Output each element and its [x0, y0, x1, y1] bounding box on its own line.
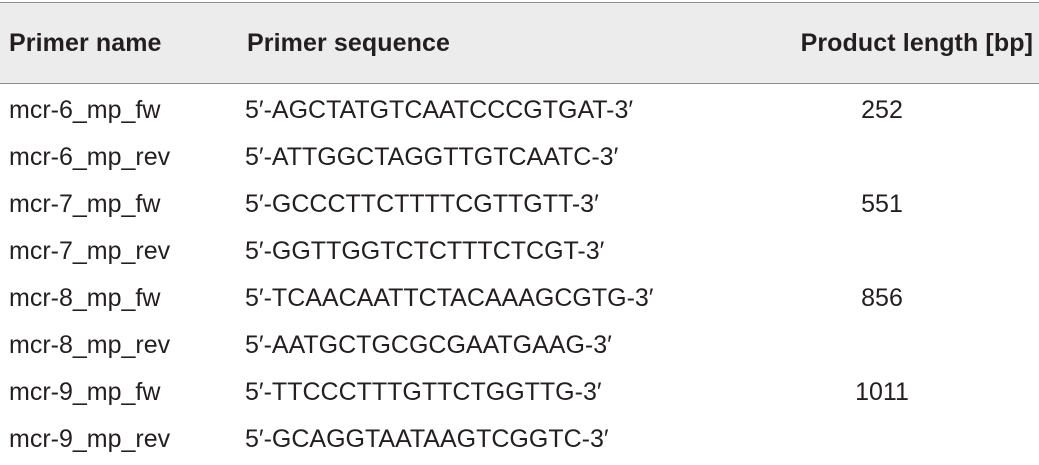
- table-row: mcr-9_mp_rev 5′-GCAGGTAATAAGTCGGTC-3′: [0, 416, 1039, 460]
- header-primer-name: Primer name: [9, 29, 162, 57]
- table-row: mcr-6_mp_fw 5′-AGCTATGTCAATCCCGTGAT-3′ 2…: [0, 87, 1039, 131]
- table-row: mcr-8_mp_fw 5′-TCAACAATTCTACAAAGCGTG-3′ …: [0, 275, 1039, 319]
- cell-primer-sequence: 5′-GGTTGGTCTCTTTCTCGT-3′: [245, 237, 605, 265]
- cell-primer-sequence: 5′-AGCTATGTCAATCCCGTGAT-3′: [245, 96, 634, 124]
- table-header-rule: [0, 83, 1039, 84]
- cell-primer-name: mcr-8_mp_fw: [9, 284, 161, 312]
- header-primer-sequence: Primer sequence: [247, 29, 450, 57]
- cell-primer-sequence: 5′-TTCCCTTTGTTCTGGTTG-3′: [245, 378, 602, 406]
- cell-primer-sequence: 5′-TCAACAATTCTACAAAGCGTG-3′: [245, 284, 654, 312]
- cell-product-length: 1011: [855, 378, 909, 406]
- cell-primer-sequence: 5′-ATTGGCTAGGTTGTCAATC-3′: [245, 143, 619, 171]
- cell-primer-sequence: 5′-AATGCTGCGCGAATGAAG-3′: [245, 331, 612, 359]
- cell-product-length: 252: [861, 96, 903, 124]
- table-row: mcr-6_mp_rev 5′-ATTGGCTAGGTTGTCAATC-3′: [0, 134, 1039, 178]
- cell-primer-name: mcr-9_mp_fw: [9, 378, 161, 406]
- cell-primer-name: mcr-7_mp_fw: [9, 190, 161, 218]
- cell-primer-name: mcr-6_mp_fw: [9, 96, 161, 124]
- table-top-rule: [0, 2, 1039, 3]
- cell-primer-sequence: 5′-GCAGGTAATAAGTCGGTC-3′: [245, 425, 609, 453]
- cell-product-length: 551: [861, 190, 903, 218]
- cell-primer-name: mcr-6_mp_rev: [9, 143, 171, 171]
- cell-primer-name: mcr-8_mp_rev: [9, 331, 171, 359]
- table-row: mcr-7_mp_rev 5′-GGTTGGTCTCTTTCTCGT-3′: [0, 228, 1039, 272]
- table-row: mcr-9_mp_fw 5′-TTCCCTTTGTTCTGGTTG-3′ 101…: [0, 369, 1039, 413]
- cell-primer-sequence: 5′-GCCCTTCTTTTCGTTGTT-3′: [245, 190, 599, 218]
- table-header: Primer name Primer sequence Product leng…: [0, 3, 1039, 83]
- cell-primer-name: mcr-7_mp_rev: [9, 237, 171, 265]
- table-row: mcr-7_mp_fw 5′-GCCCTTCTTTTCGTTGTT-3′ 551: [0, 181, 1039, 225]
- table-row: mcr-8_mp_rev 5′-AATGCTGCGCGAATGAAG-3′: [0, 322, 1039, 366]
- header-product-length: Product length [bp]: [800, 29, 1033, 57]
- cell-product-length: 856: [861, 284, 903, 312]
- cell-primer-name: mcr-9_mp_rev: [9, 425, 171, 453]
